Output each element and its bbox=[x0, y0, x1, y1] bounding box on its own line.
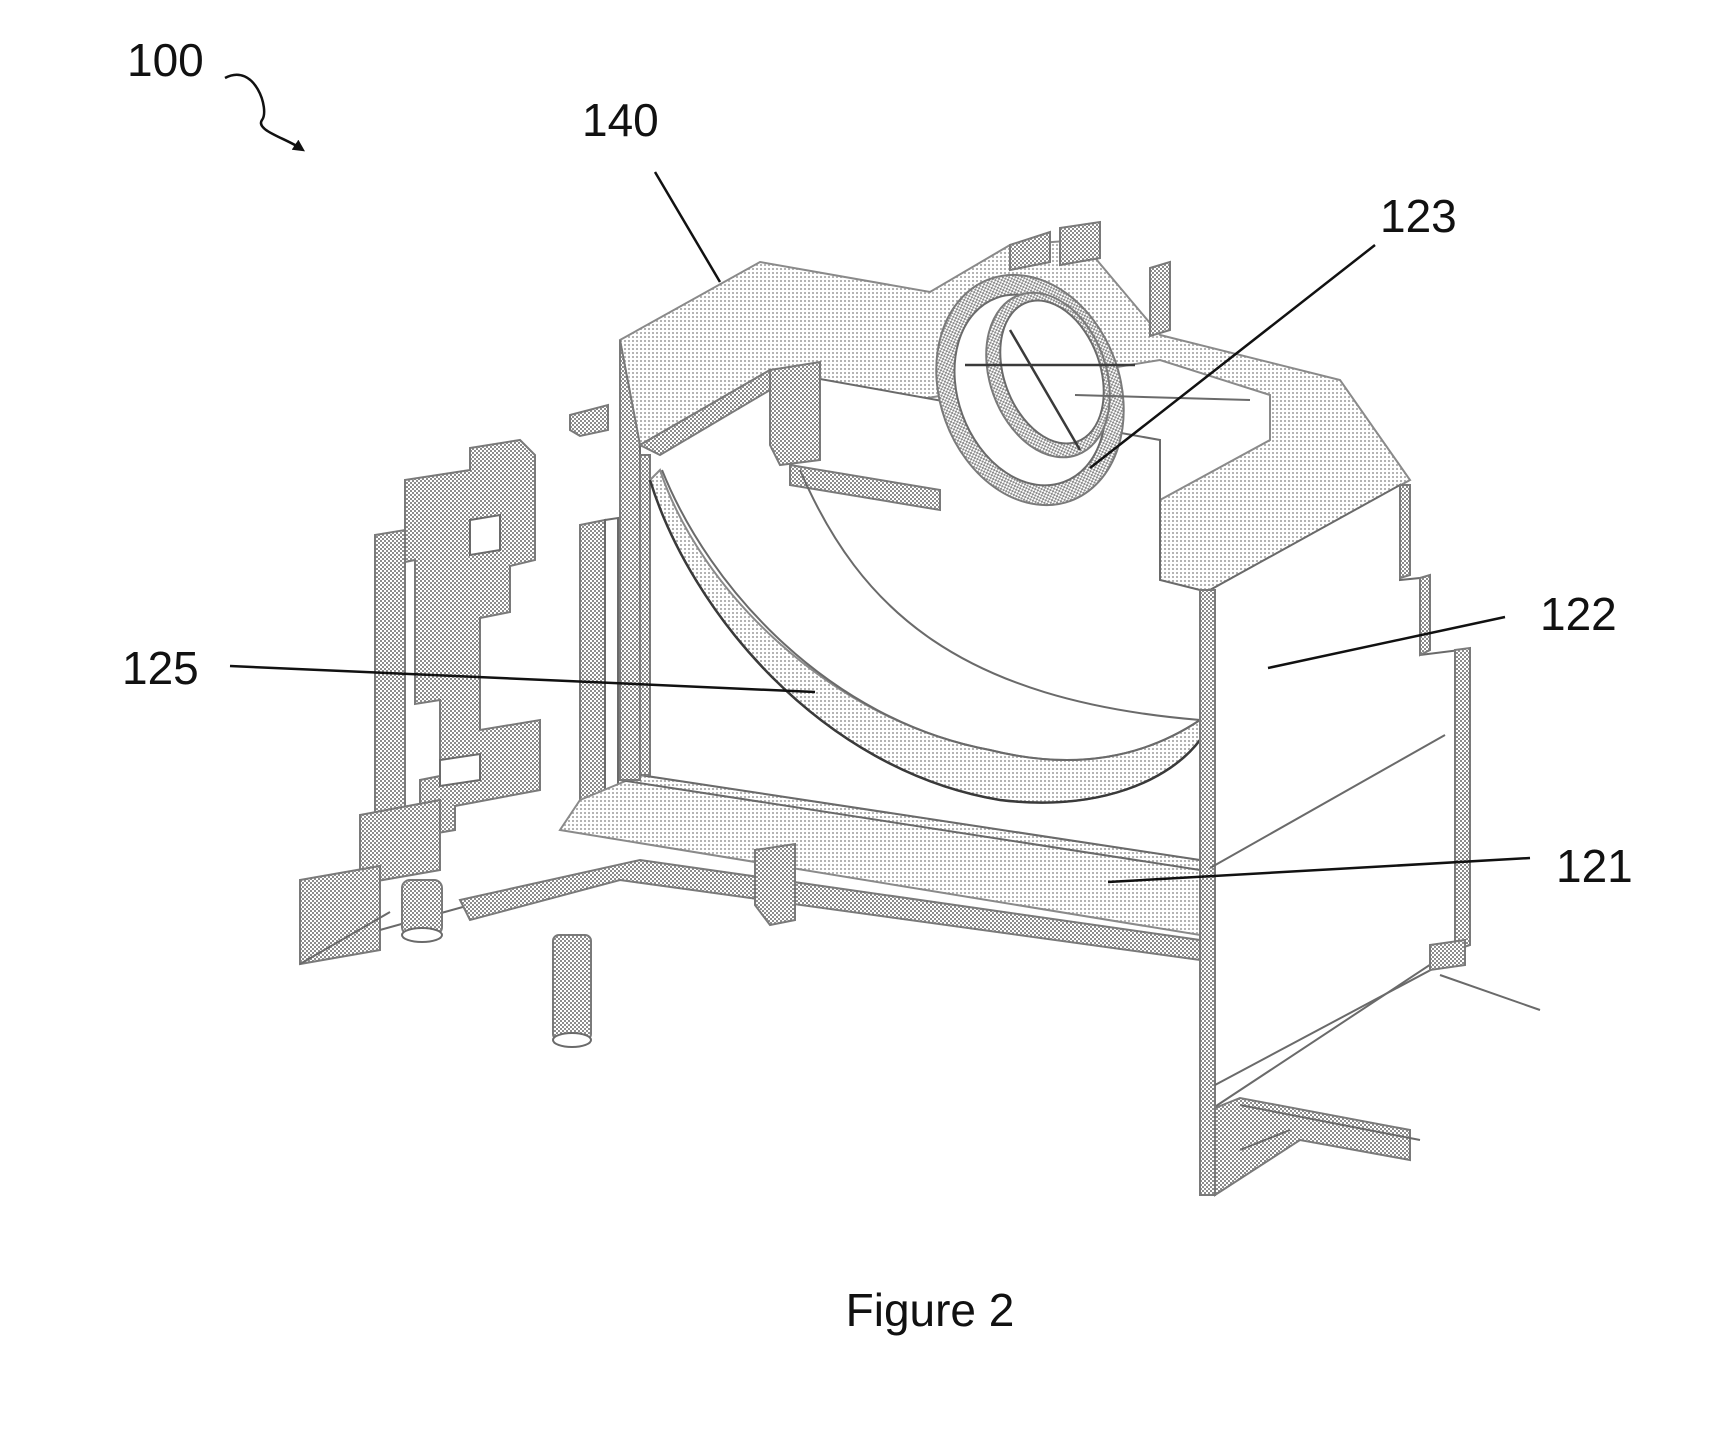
top-fins bbox=[1009, 220, 1171, 338]
left-post bbox=[579, 516, 619, 807]
reference-labels: 100 140 123 122 125 121 bbox=[122, 34, 1633, 892]
leader-125 bbox=[229, 664, 816, 694]
leader-121 bbox=[1107, 856, 1531, 884]
ring-123 bbox=[935, 273, 1251, 507]
figure-caption: Figure 2 bbox=[846, 1284, 1015, 1336]
bottom-extension bbox=[1214, 1096, 1421, 1197]
base-121 bbox=[458, 773, 1201, 1048]
label-100: 100 bbox=[127, 34, 204, 86]
label-121: 121 bbox=[1556, 840, 1633, 892]
label-125: 125 bbox=[122, 642, 199, 694]
leader-100 bbox=[224, 73, 305, 152]
leader-140 bbox=[653, 171, 722, 283]
left-bracket bbox=[299, 438, 561, 966]
left-top-tab bbox=[569, 403, 609, 438]
device-drawing bbox=[299, 220, 1541, 1197]
leader-123 bbox=[1089, 244, 1376, 469]
label-123: 123 bbox=[1380, 190, 1457, 242]
label-140: 140 bbox=[582, 94, 659, 146]
leader-122 bbox=[1267, 615, 1506, 670]
side-wall-122 bbox=[1199, 483, 1541, 1196]
label-122: 122 bbox=[1540, 588, 1617, 640]
leader-lines bbox=[224, 73, 1531, 884]
